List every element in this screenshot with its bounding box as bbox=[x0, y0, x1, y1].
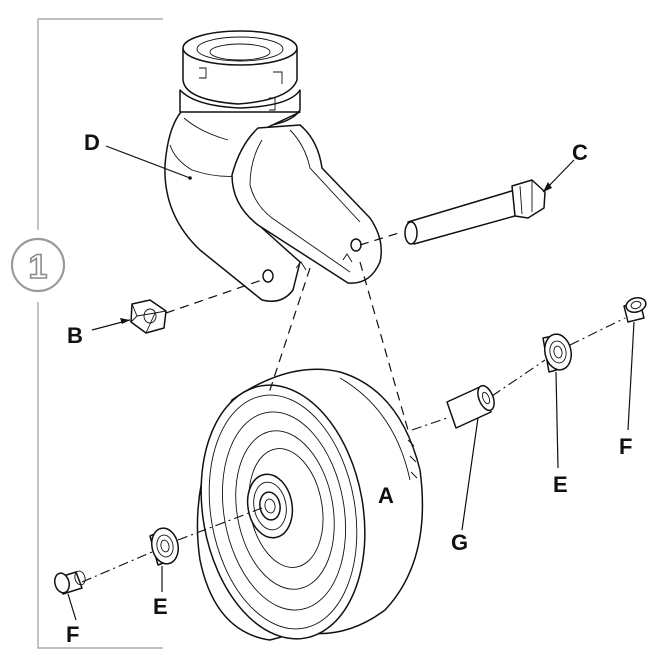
spacer-tube-g bbox=[446, 384, 495, 429]
label-b: B bbox=[67, 323, 83, 348]
step-number: 1 bbox=[29, 248, 48, 286]
bearing-e-left bbox=[149, 527, 180, 566]
label-e-right: E bbox=[553, 472, 568, 497]
wheel-a bbox=[196, 368, 424, 641]
label-f-left: F bbox=[66, 622, 79, 647]
bushing-f-left bbox=[54, 570, 86, 595]
label-g: G bbox=[451, 530, 468, 555]
label-c: C bbox=[572, 140, 588, 165]
assembly-lines bbox=[81, 231, 626, 583]
step-bracket bbox=[20, 18, 163, 649]
axle-bolt-c bbox=[404, 179, 546, 245]
hex-nut-b bbox=[130, 299, 167, 334]
label-f-right: F bbox=[619, 434, 632, 459]
fork-bracket-d bbox=[164, 30, 382, 302]
leader-lines bbox=[67, 145, 635, 621]
label-a: A bbox=[378, 483, 394, 508]
bearing-e-right bbox=[542, 333, 573, 373]
step-number-badge: 1 bbox=[10, 237, 66, 293]
label-d: D bbox=[84, 130, 100, 155]
label-e-left: E bbox=[153, 594, 168, 619]
bushing-f-right bbox=[623, 297, 647, 323]
